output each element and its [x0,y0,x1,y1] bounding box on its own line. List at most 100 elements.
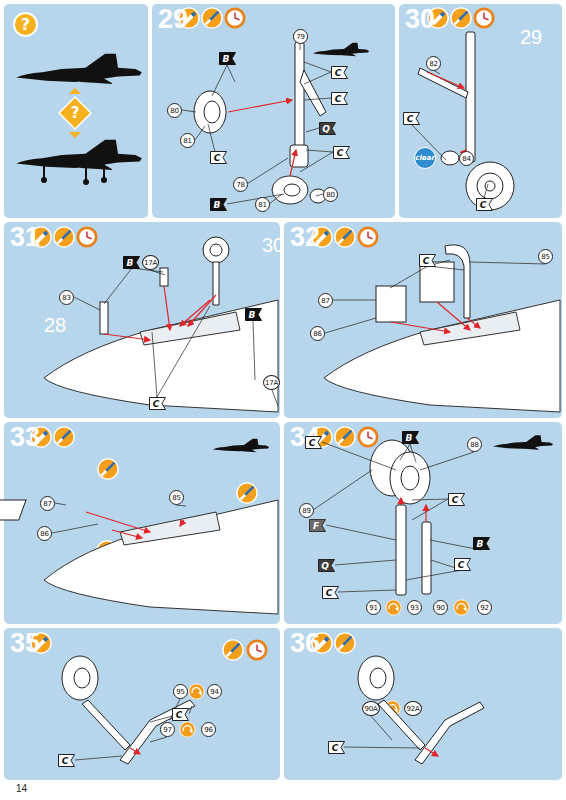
color-flag: B [210,198,227,211]
color-code: C [423,256,433,266]
part-number: 80 [167,103,182,118]
part-number-text: 95 [176,688,184,696]
part-number: 85 [538,249,553,264]
decision-diamond: ? [58,96,92,130]
part-number: 92 [477,600,492,615]
part-number: 17A [263,375,280,390]
step-number: 30 [405,4,435,34]
color-code: B [477,539,487,549]
part-number-text: 96 [204,726,212,734]
shape-outline [173,709,189,721]
shape-outline [211,152,227,164]
shape-outline [323,587,339,599]
page-number: 14 [16,783,27,794]
shape-outline [306,437,322,449]
part-number: 81 [180,133,195,148]
color-code: C [337,148,347,158]
color-code: C [335,94,345,104]
part-number-text: 90A [365,705,378,713]
part-number: 92A [404,701,422,716]
part-number-text: 89 [302,507,310,515]
color-flag: C [331,66,348,79]
part-number-text: 86 [313,330,321,338]
shape-outline [403,432,419,444]
step-panel: 34CB88C89FBQCC91939092 [284,422,562,624]
color-flag: B [473,537,490,550]
step-number: 33 [10,422,40,452]
part-number: 93 [407,600,422,615]
step-number: 35 [10,628,40,658]
shape-outline [150,398,166,410]
step-number: 29 [158,4,188,34]
color-flag: C [172,708,189,721]
shape-outline [320,123,336,135]
color-flag: C [210,151,227,164]
color-code: B [406,433,416,443]
reference-number: 30 [262,234,284,257]
shape-outline [474,538,490,550]
color-code: C [176,710,186,720]
color-code: C [452,495,462,505]
part-number: 96 [201,722,216,737]
color-flag: C [149,397,166,410]
part-number: 87 [40,496,55,511]
part-number-text: 17A [144,259,157,267]
color-code: C [153,399,163,409]
part-number: 91 [366,600,381,615]
part-number: 94 [207,684,222,699]
part-number-text: 93 [410,604,418,612]
step-panel: 3690A92AC [284,628,562,780]
color-code: C [62,756,72,766]
color-flag: C [448,493,465,506]
part-number-text: 81 [258,201,266,209]
color-flag: Q [319,122,336,135]
part-number: 78 [233,177,248,192]
step-panel: 32C 85 87 86 [284,222,562,418]
shape-outline [329,742,345,754]
color-flag: C [328,741,345,754]
part-number-text: 92A [407,705,420,713]
shape-outline [420,255,436,267]
color-flag: C [305,436,322,449]
color-code: C [458,560,468,570]
shape-outline [59,755,75,767]
clear-badge: clear [414,147,436,169]
color-flag: Q [318,559,335,572]
shape-outline [332,67,348,79]
step-number: 31 [10,222,40,252]
clear-label: clear [415,154,434,162]
color-flag: C [419,254,436,267]
part-number-text: 90 [436,604,444,612]
color-flag: C [403,112,420,125]
part-number-text: 91 [369,604,377,612]
shape-outline [59,97,91,129]
part-number-text: 82 [429,60,437,68]
color-flag: F [309,519,326,532]
color-flag: B [219,52,236,65]
part-number: 80 [323,187,338,202]
part-number: 88 [467,437,482,452]
part-number-text: 79 [296,33,304,41]
step-panel: ?? [4,4,148,218]
shape-outline [334,147,350,159]
shape-outline [455,559,471,571]
shape-outline [246,309,262,321]
color-code: B [214,200,224,210]
part-number-text: 80 [326,191,334,199]
step-number: ? [13,12,38,37]
part-number-text: 97 [163,726,171,734]
color-flag: B [245,308,262,321]
color-code: Q [322,124,333,134]
part-number-text: 84 [462,155,470,163]
color-code: B [249,310,259,320]
part-number: 87 [318,293,333,308]
color-flag: C [476,198,493,211]
step-number: 32 [290,222,320,252]
part-number: 79 [293,29,308,44]
part-number-text: 94 [210,688,218,696]
color-flag: C [322,586,339,599]
part-number: 84 [459,151,474,166]
color-code: B [223,54,233,64]
question-mark: ? [71,104,80,122]
reference-number: 28 [44,314,66,337]
